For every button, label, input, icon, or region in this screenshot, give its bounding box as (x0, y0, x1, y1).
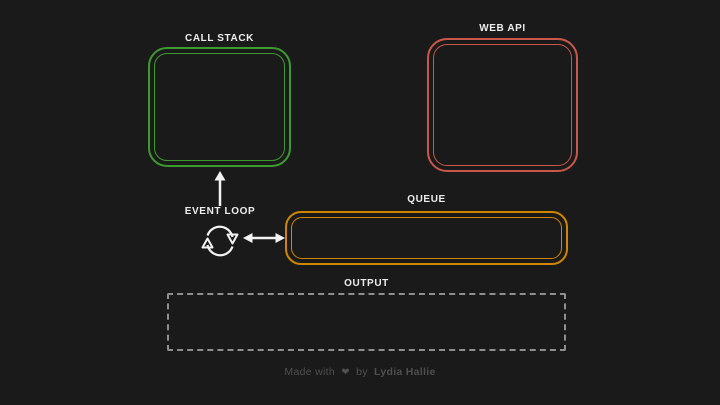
arrow-up-icon (213, 170, 227, 208)
footer-author-name: Lydia Hallie (374, 366, 436, 378)
call-stack-label: CALL STACK (185, 33, 254, 44)
heart-icon: ❤ (341, 367, 350, 378)
footer-by-text: by (356, 366, 368, 378)
queue-box (285, 211, 568, 265)
web-api-label: WEB API (479, 23, 526, 34)
event-loop-label: EVENT LOOP (184, 206, 256, 217)
footer-credit: Made with ❤ by Lydia Hallie (0, 366, 720, 378)
queue-label: QUEUE (407, 194, 446, 205)
queue-box-inner (291, 217, 562, 259)
web-api-box (427, 38, 578, 172)
call-stack-box (148, 47, 291, 167)
web-api-box-inner (433, 44, 572, 166)
footer-made-with-text: Made with (284, 366, 335, 378)
call-stack-box-inner (154, 53, 285, 161)
output-label: OUTPUT (344, 278, 389, 289)
cycle-arrows-icon (198, 219, 242, 263)
arrow-left-right-icon (242, 231, 286, 245)
output-box (167, 293, 566, 351)
